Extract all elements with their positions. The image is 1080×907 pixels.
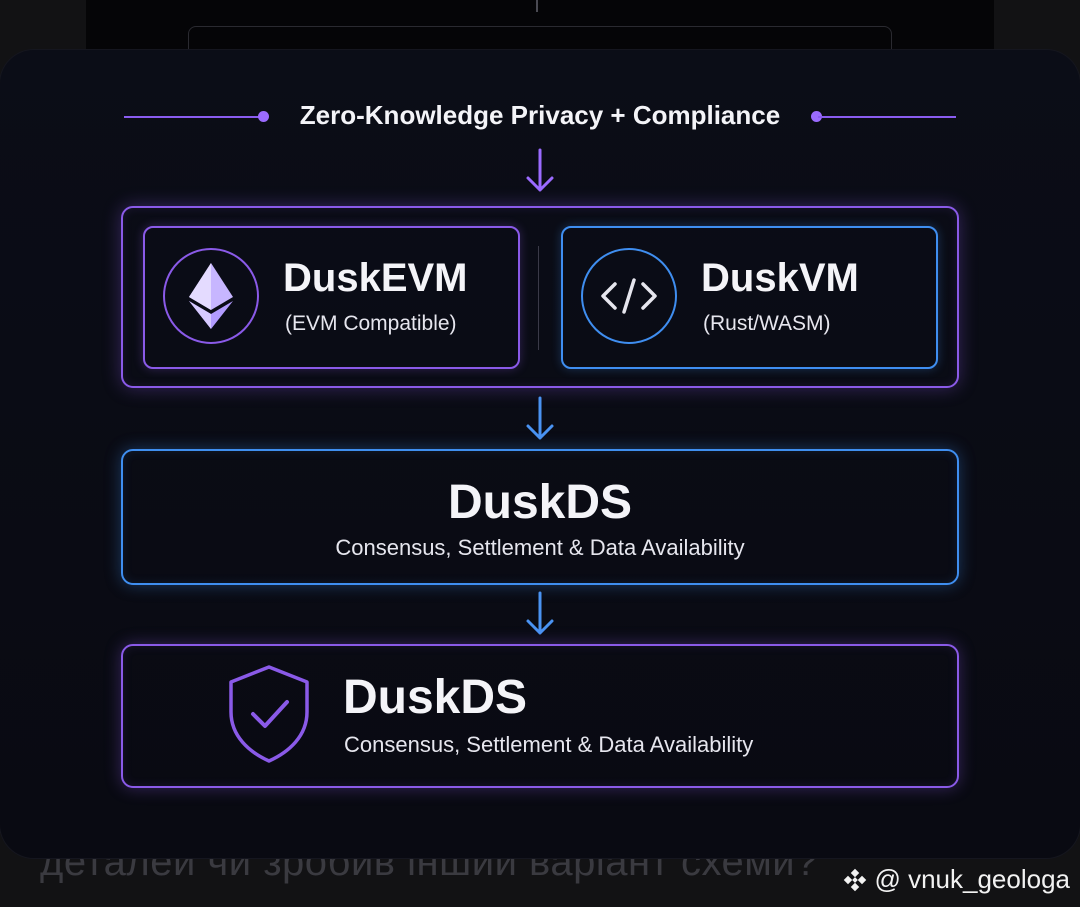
duskevm-box: DuskEVM (EVM Compatible) [143,226,520,369]
shield-check-icon [229,665,309,763]
settlement-layer-title: DuskDS [447,476,633,529]
arrow-down-icon [526,396,554,440]
duskvm-title: DuskVM [701,256,859,300]
privacy-header: Zero-Knowledge Privacy + Compliance [124,96,956,138]
settlement-layer-subtitle: Consensus, Settlement & Data Availabilit… [335,535,745,560]
settlement-layer-box: DuskDS Consensus, Settlement & Data Avai… [121,449,959,585]
ethereum-icon [163,248,259,344]
binance-logo-icon [844,868,867,891]
header-dot-left [258,111,269,122]
duskvm-box: DuskVM (Rust/WASM) [561,226,938,369]
background-arrow [536,0,538,12]
execution-layer-container [121,206,959,388]
header-dot-right [811,111,822,122]
header-line-right [818,116,956,118]
watermark: @ vnuk_geologa [842,864,1070,895]
code-icon [581,248,677,344]
execution-layer-divider [538,246,539,350]
duskvm-subtitle: (Rust/WASM) [703,312,831,335]
arrow-down-icon [526,148,554,192]
watermark-handle: @ vnuk_geologa [874,864,1070,894]
duskevm-subtitle: (EVM Compatible) [285,312,457,335]
base-layer-title: DuskDS [343,671,528,724]
duskevm-title: DuskEVM [283,256,468,300]
base-layer-box: DuskDS Consensus, Settlement & Data Avai… [121,644,959,788]
header-line-left [124,116,262,118]
privacy-header-label: Zero-Knowledge Privacy + Compliance [299,100,781,130]
arrow-down-icon [526,591,554,635]
base-layer-subtitle: Consensus, Settlement & Data Availabilit… [344,732,754,757]
